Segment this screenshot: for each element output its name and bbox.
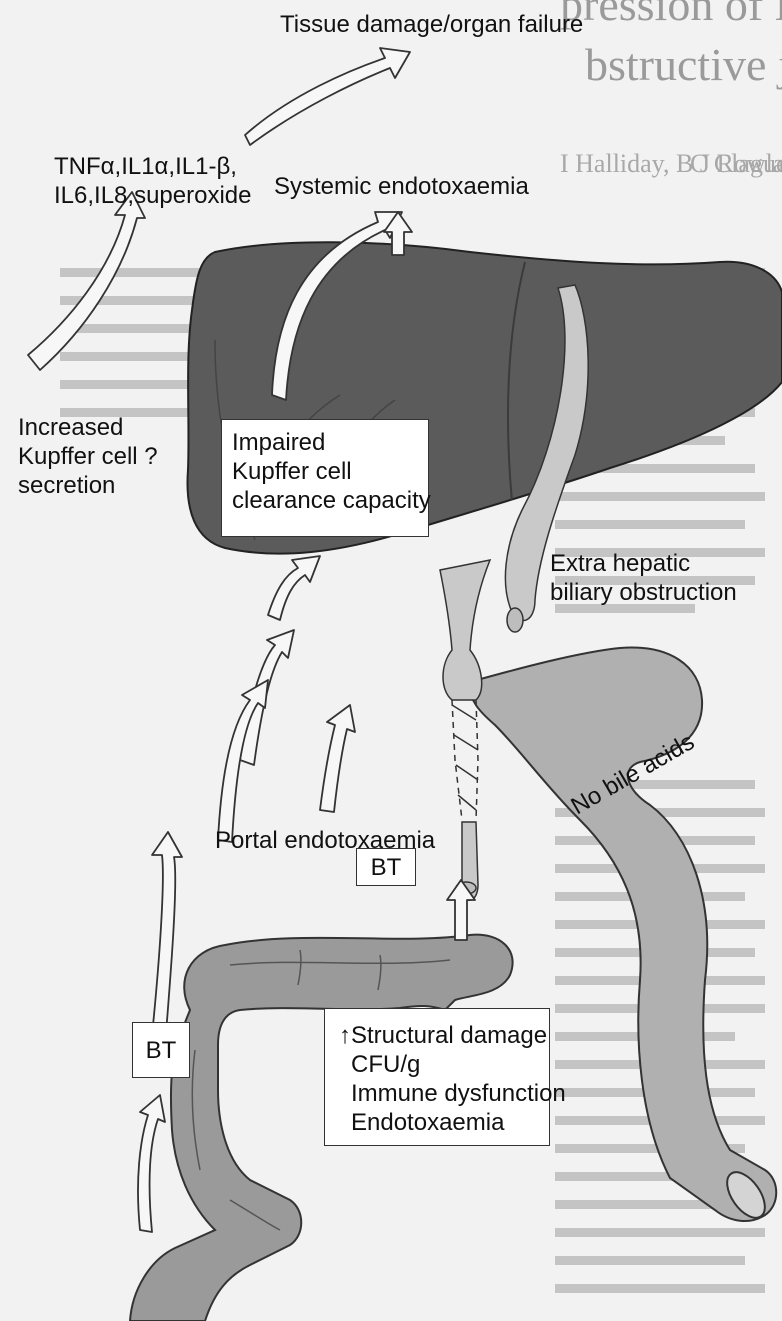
label-obstruction-line1: Extra hepatic — [550, 549, 690, 578]
bt-upper-box: BT — [356, 848, 416, 886]
label-cytokines-line1: TNFα,IL1α,IL1-β, — [54, 152, 237, 181]
gut-line4: Endotoxaemia — [339, 1108, 549, 1137]
gut-line1: ↑Structural damage — [339, 1021, 549, 1050]
label-increased-line2: Kupffer cell ? — [18, 442, 158, 471]
bt-upper-label: BT — [371, 854, 402, 881]
gut-line3: Immune dysfunction — [339, 1079, 549, 1108]
arrow-portal-to-liver-2 — [320, 705, 355, 812]
impaired-line2: Kupffer cell — [232, 457, 428, 486]
label-cytokines-line2: IL6,IL8,superoxide — [54, 181, 251, 210]
arrow-bt-lower — [138, 1095, 165, 1232]
gut-line1-text: Structural damage — [351, 1022, 547, 1049]
gallbladder-tip — [507, 608, 523, 632]
arrow-to-tissue-damage — [245, 48, 410, 145]
label-increased-line3: secretion — [18, 471, 115, 500]
obstructed-bile-duct — [452, 700, 478, 820]
impaired-clearance-box: Impaired Kupffer cell clearance capacity — [221, 419, 429, 537]
gut-line2: CFU/g — [339, 1050, 549, 1079]
label-tissue-damage: Tissue damage/organ failure — [280, 10, 583, 39]
bt-lower-box: BT — [132, 1022, 190, 1078]
label-increased-line1: Increased — [18, 413, 123, 442]
increase-arrow-icon: ↑ — [339, 1021, 351, 1050]
label-obstruction-line2: biliary obstruction — [550, 578, 737, 607]
impaired-line1: Impaired — [232, 428, 428, 457]
arrow-portal-to-impaired — [268, 556, 320, 620]
gut-effects-box: ↑Structural damage CFU/g Immune dysfunct… — [324, 1008, 550, 1146]
label-systemic-endotoxaemia: Systemic endotoxaemia — [274, 172, 529, 201]
impaired-line3: clearance capacity — [232, 486, 428, 515]
arrow-to-cytokines — [28, 192, 145, 370]
bt-lower-label: BT — [146, 1037, 177, 1064]
